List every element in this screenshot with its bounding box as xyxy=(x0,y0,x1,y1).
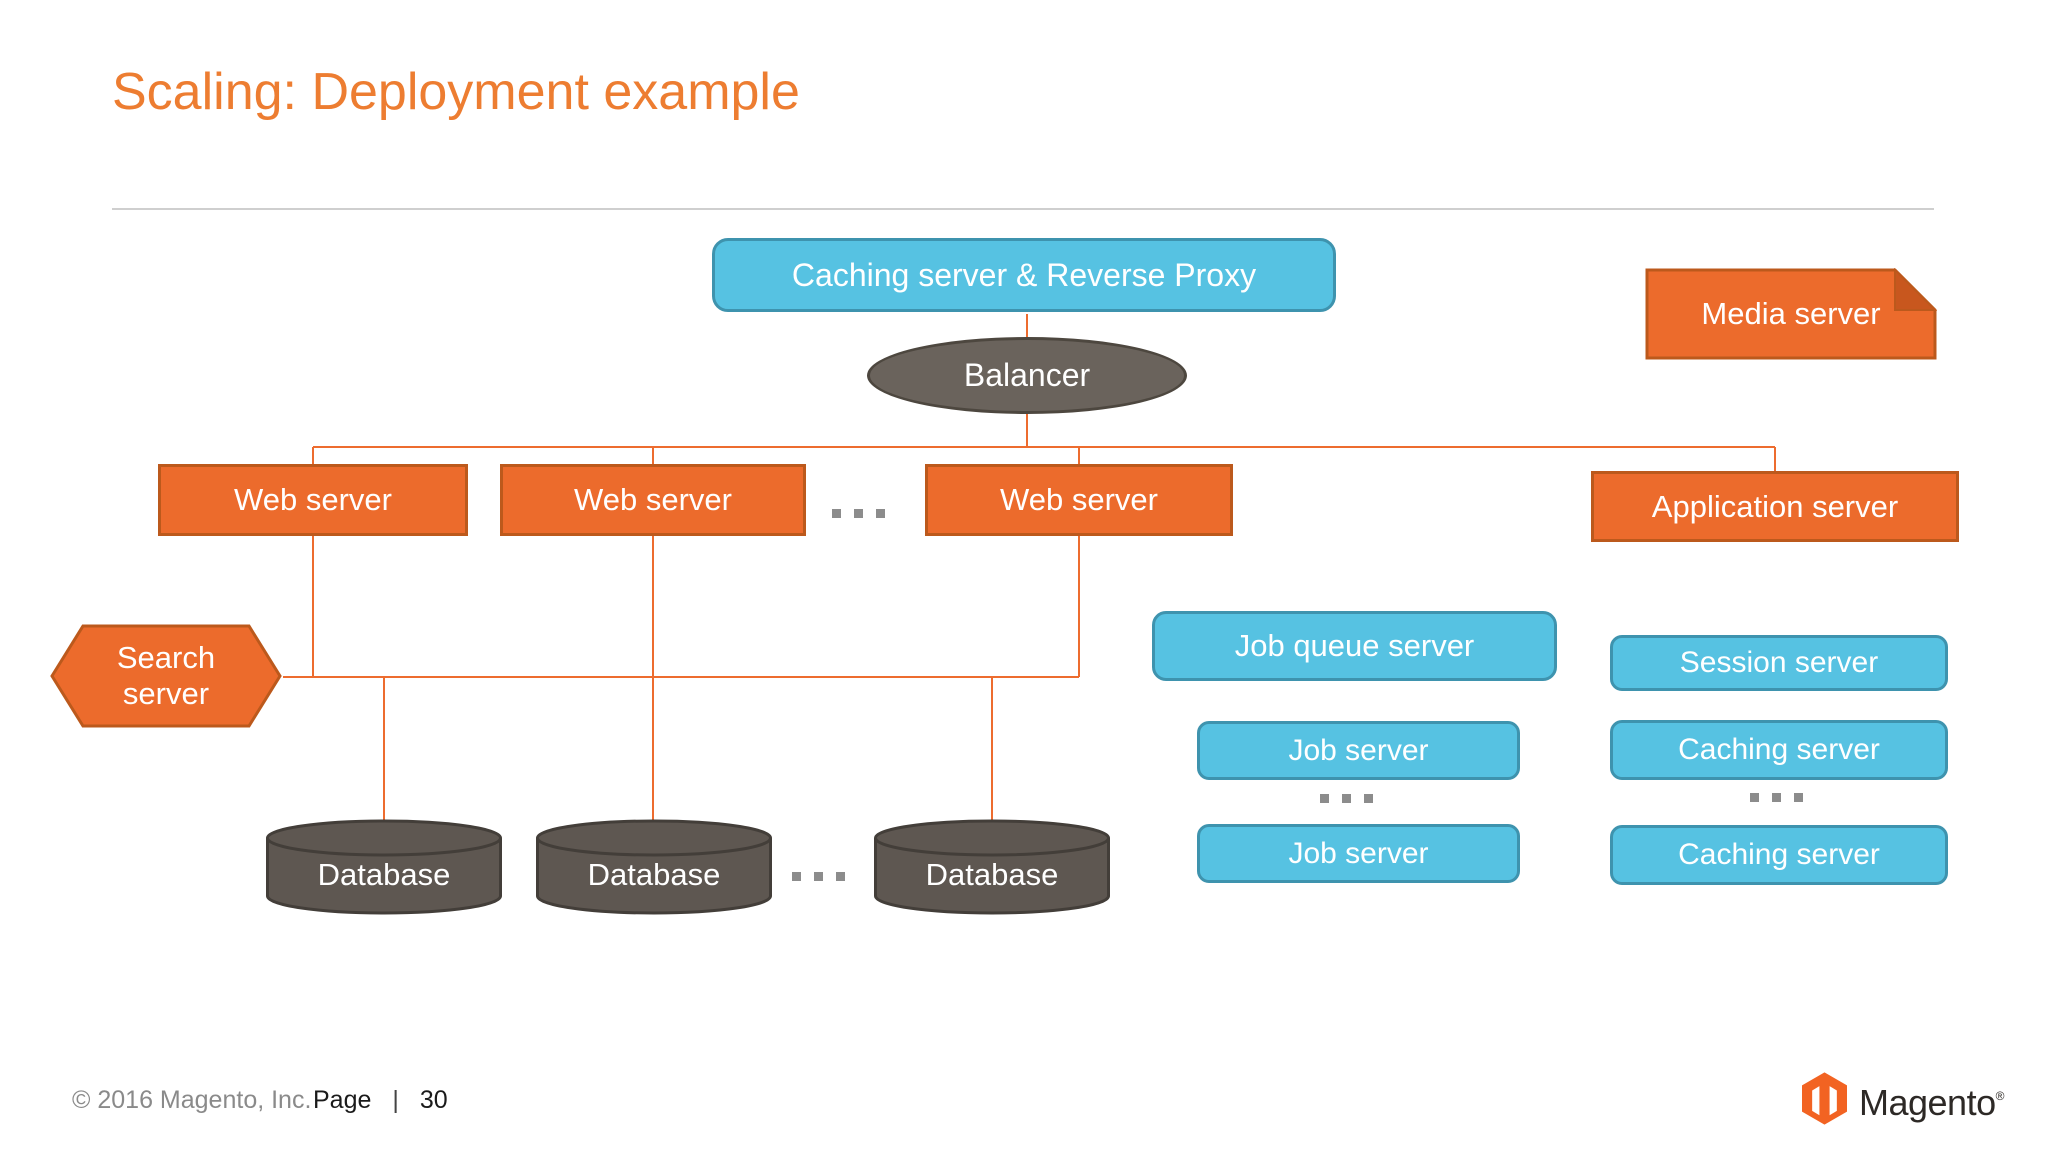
node-database-1-label: Database xyxy=(317,857,451,893)
database-1-shape xyxy=(266,819,502,915)
node-search-server-label: Search server xyxy=(50,624,282,728)
node-web-server-1-label: Web server xyxy=(234,482,392,517)
ellipsis-web-servers-icon xyxy=(832,509,885,518)
node-caching-server-2: Caching server xyxy=(1610,825,1948,885)
ellipsis-job-servers-icon xyxy=(1320,794,1373,803)
node-application-server-label: Application server xyxy=(1651,488,1899,524)
footer-copyright: © 2016 Magento, Inc. xyxy=(72,1086,312,1114)
node-caching-server-2-label: Caching server xyxy=(1678,838,1880,871)
ellipsis-databases-icon xyxy=(792,872,845,881)
magento-logo: Magento ® xyxy=(1802,1072,2004,1125)
footer-page-number: 30 xyxy=(419,1086,448,1114)
node-database-2-label: Database xyxy=(587,857,721,893)
footer-page-indicator: Page | 30 xyxy=(313,1086,448,1115)
title-divider xyxy=(112,208,1934,210)
search-server-line1: Search xyxy=(116,640,216,676)
node-balancer-label: Balancer xyxy=(963,357,1091,393)
registered-trademark-icon: ® xyxy=(1995,1089,2005,1103)
node-database-3-label: Database xyxy=(925,857,1059,893)
node-caching-reverse-proxy-label: Caching server & Reverse Proxy xyxy=(791,256,1257,293)
node-database-1: Database xyxy=(264,818,504,916)
node-database-2: Database xyxy=(534,818,774,916)
node-session-server-label: Session server xyxy=(1679,646,1879,679)
node-caching-server-1-label: Caching server xyxy=(1678,733,1880,766)
footer-page-separator: | xyxy=(392,1086,399,1114)
node-job-server-2-label: Job server xyxy=(1288,836,1429,870)
node-job-queue-server: Job queue server xyxy=(1152,611,1557,681)
media-server-shape xyxy=(1645,268,1937,360)
node-web-server-1: Web server xyxy=(158,464,468,536)
node-job-server-2: Job server xyxy=(1197,824,1520,883)
node-application-server: Application server xyxy=(1591,471,1959,542)
node-media-server-label: Media server xyxy=(1701,296,1881,332)
node-web-server-3-label: Web server xyxy=(1000,482,1158,517)
node-web-server-2-label: Web server xyxy=(574,482,732,517)
node-caching-server-1: Caching server xyxy=(1610,720,1948,780)
footer-page-label: Page xyxy=(313,1086,372,1114)
ellipsis-caching-servers-icon xyxy=(1750,793,1803,802)
page-title: Scaling: Deployment example xyxy=(112,63,800,121)
magento-logo-icon xyxy=(1802,1072,1847,1125)
node-web-server-3: Web server xyxy=(925,464,1233,536)
node-caching-reverse-proxy: Caching server & Reverse Proxy xyxy=(712,238,1336,312)
node-job-queue-server-label: Job queue server xyxy=(1234,628,1475,663)
search-server-shape xyxy=(50,624,282,728)
database-3-shape xyxy=(874,819,1110,915)
database-2-shape xyxy=(536,819,772,915)
search-server-line2: server xyxy=(122,676,210,711)
node-balancer: Balancer xyxy=(867,337,1187,414)
magento-logo-wordmark: Magento xyxy=(1859,1082,1996,1123)
node-search-server: Search server xyxy=(50,624,282,728)
node-web-server-2: Web server xyxy=(500,464,806,536)
node-job-server-1-label: Job server xyxy=(1288,733,1429,767)
node-session-server: Session server xyxy=(1610,635,1948,691)
node-media-server: Media server xyxy=(1645,268,1937,360)
node-database-3: Database xyxy=(872,818,1112,916)
node-job-server-1: Job server xyxy=(1197,721,1520,780)
